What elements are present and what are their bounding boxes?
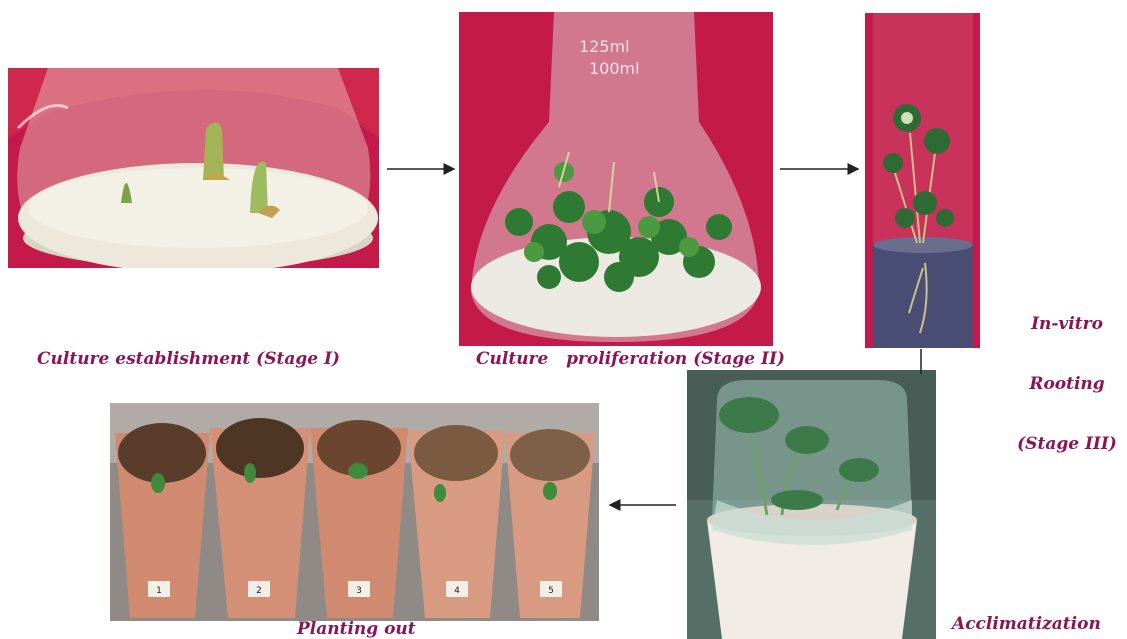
acclimatization-caption: Acclimatization xyxy=(952,614,1101,634)
stage2-caption: Culture proliferation (Stage II) xyxy=(476,349,785,369)
planting-caption: Planting out xyxy=(297,619,416,639)
stage1-caption: Culture establishment (Stage I) xyxy=(37,349,340,369)
stage3-caption: In-vitro Rooting (Stage III) xyxy=(1017,274,1117,474)
stage3-caption-line3: (Stage III) xyxy=(1017,434,1117,454)
stage3-caption-line2: Rooting xyxy=(1017,374,1117,394)
stage3-caption-line1: In-vitro xyxy=(1017,314,1117,334)
